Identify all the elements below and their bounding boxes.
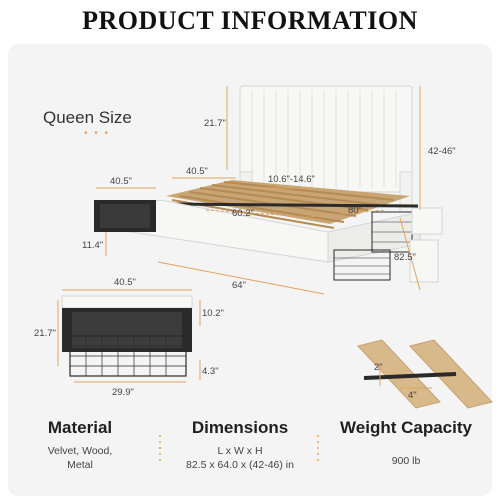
dim-headboard-gap: 10.6"-14.6" xyxy=(268,174,315,185)
weight-text: 900 lb xyxy=(326,454,486,468)
dimensions-title: Dimensions xyxy=(191,418,289,437)
dim-drawer-width-top: 40.5" xyxy=(110,176,132,187)
dimension-lines xyxy=(57,86,421,383)
material-title: Material xyxy=(47,418,113,437)
accent-dots: • • • xyxy=(84,128,111,139)
dim-slat-span: 4" xyxy=(408,390,417,401)
dim-total-height: 42-46" xyxy=(428,146,456,157)
weight-line-1: 900 lb xyxy=(391,455,421,467)
feature-dividers xyxy=(159,435,319,461)
dim-basket-height: 4.3" xyxy=(202,366,219,377)
dim-headboard-height: 21.7" xyxy=(204,118,226,129)
slat-detail xyxy=(357,339,493,409)
material-line-1: Velvet, Wood, xyxy=(47,445,113,457)
dim-drawer-height-left: 11.4" xyxy=(82,240,104,251)
dim-bed-width: 64" xyxy=(232,280,246,291)
size-label: Queen Size xyxy=(43,108,132,127)
weight-title: Weight Capacity xyxy=(340,418,472,437)
dim-slat-width: 60.2" xyxy=(232,208,254,219)
bed-frame xyxy=(94,180,443,283)
dim-drawer-detail-height: 21.7" xyxy=(34,328,56,339)
page-title: PRODUCT INFORMATION xyxy=(82,6,418,35)
dim-drawer-detail-depth: 10.2" xyxy=(202,308,224,319)
dim-slat-length: 80" xyxy=(348,205,362,216)
dimensions-text: L x W x H 82.5 x 64.0 x (42-46) in xyxy=(165,444,315,472)
material-text: Velvet, Wood, Metal xyxy=(20,444,140,472)
material-line-2: Metal xyxy=(67,459,93,471)
dimensions-line-1: L x W x H xyxy=(217,445,263,457)
dim-slat-thickness: 2" xyxy=(374,362,383,373)
dim-drawer-detail-width: 40.5" xyxy=(114,277,136,288)
dimensions-line-2: 82.5 x 64.0 x (42-46) in xyxy=(186,459,294,471)
dim-drawer-width-mid: 40.5" xyxy=(186,166,208,177)
dim-bed-length: 82.5" xyxy=(394,252,416,263)
drawer-detail xyxy=(61,295,193,377)
dim-basket-width: 29.9" xyxy=(112,387,134,398)
